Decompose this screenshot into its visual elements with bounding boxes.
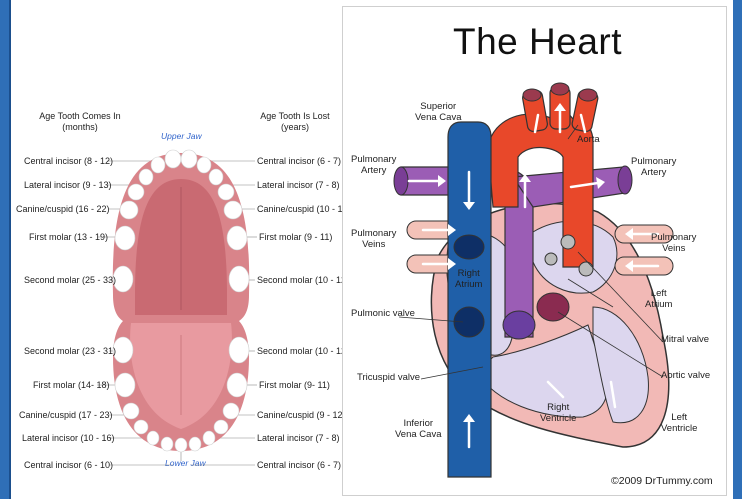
- lower-central-incisor-in-label: Central incisor (6 - 10): [24, 461, 113, 470]
- upper-first-molar-lost-label: First molar (9 - 11): [259, 233, 332, 242]
- lower-canine-in-label: Canine/cuspid (17 - 23): [19, 411, 113, 420]
- lower-first-molar-lost-label: First molar (9- 11): [259, 381, 330, 390]
- mitral-valve-label: Mitral valve: [661, 335, 709, 346]
- copyright-text: ©2009 DrTummy.com: [611, 475, 713, 487]
- upper-first-molar-in-label: First molar (13 - 19): [29, 233, 108, 242]
- pulmonary-veins-right-label: Pulmonary Veins: [651, 233, 696, 255]
- pulmonary-artery-right-label: Pulmonary Artery: [631, 157, 676, 179]
- pulmonic-valve-label: Pulmonic valve: [351, 309, 415, 320]
- upper-lateral-incisor-in-label: Lateral incisor (9 - 13): [24, 181, 112, 190]
- upper-canine-in-label: Canine/cuspid (16 - 22): [16, 205, 110, 214]
- left-atrium-label: Left Atrium: [645, 289, 672, 311]
- aortic-valve-label: Aortic valve: [661, 371, 710, 382]
- heart-diagram: The Heart: [342, 6, 727, 496]
- lower-second-molar-lost-label: Second molar (10 - 12): [257, 347, 349, 356]
- upper-central-incisor-lost-label: Central incisor (6 - 7): [257, 157, 341, 166]
- lower-lateral-incisor-lost-label: Lateral incisor (7 - 8): [257, 434, 340, 443]
- right-frame-border: [733, 0, 742, 499]
- left-frame-border: [0, 0, 9, 499]
- right-atrium-label: Right Atrium: [455, 269, 482, 291]
- pulmonary-veins-left-label: Pulmonary Veins: [351, 229, 396, 251]
- lower-second-molar-in-label: Second molar (23 - 31): [24, 347, 116, 356]
- right-ventricle-label: Right Ventricle: [540, 403, 576, 425]
- lower-central-incisor-lost-label: Central incisor (6 - 7): [257, 461, 341, 470]
- upper-second-molar-in-label: Second molar (25 - 33): [24, 276, 116, 285]
- inferior-vena-cava-label: Inferior Vena Cava: [395, 419, 441, 441]
- upper-central-incisor-in-label: Central incisor (8 - 12): [24, 157, 113, 166]
- left-frame-border-inner: [9, 0, 11, 499]
- left-ventricle-label: Left Ventricle: [661, 413, 697, 435]
- upper-canine-lost-label: Canine/cuspid (10 - 12): [257, 205, 351, 214]
- tricuspid-valve-label: Tricuspid valve: [357, 373, 420, 384]
- lower-lateral-incisor-in-label: Lateral incisor (10 - 16): [22, 434, 115, 443]
- superior-vena-cava-label: Superior Vena Cava: [415, 102, 461, 124]
- upper-lateral-incisor-lost-label: Lateral incisor (7 - 8): [257, 181, 340, 190]
- aorta-label: Aorta: [577, 135, 600, 146]
- pulmonary-artery-left-label: Pulmonary Artery: [351, 155, 396, 177]
- upper-second-molar-lost-label: Second molar (10 - 12): [257, 276, 349, 285]
- lower-canine-lost-label: Canine/cuspid (9 - 12): [257, 411, 346, 420]
- lower-first-molar-in-label: First molar (14- 18): [33, 381, 110, 390]
- teeth-chart: Age Tooth Comes In (months) Age Tooth Is…: [13, 95, 348, 499]
